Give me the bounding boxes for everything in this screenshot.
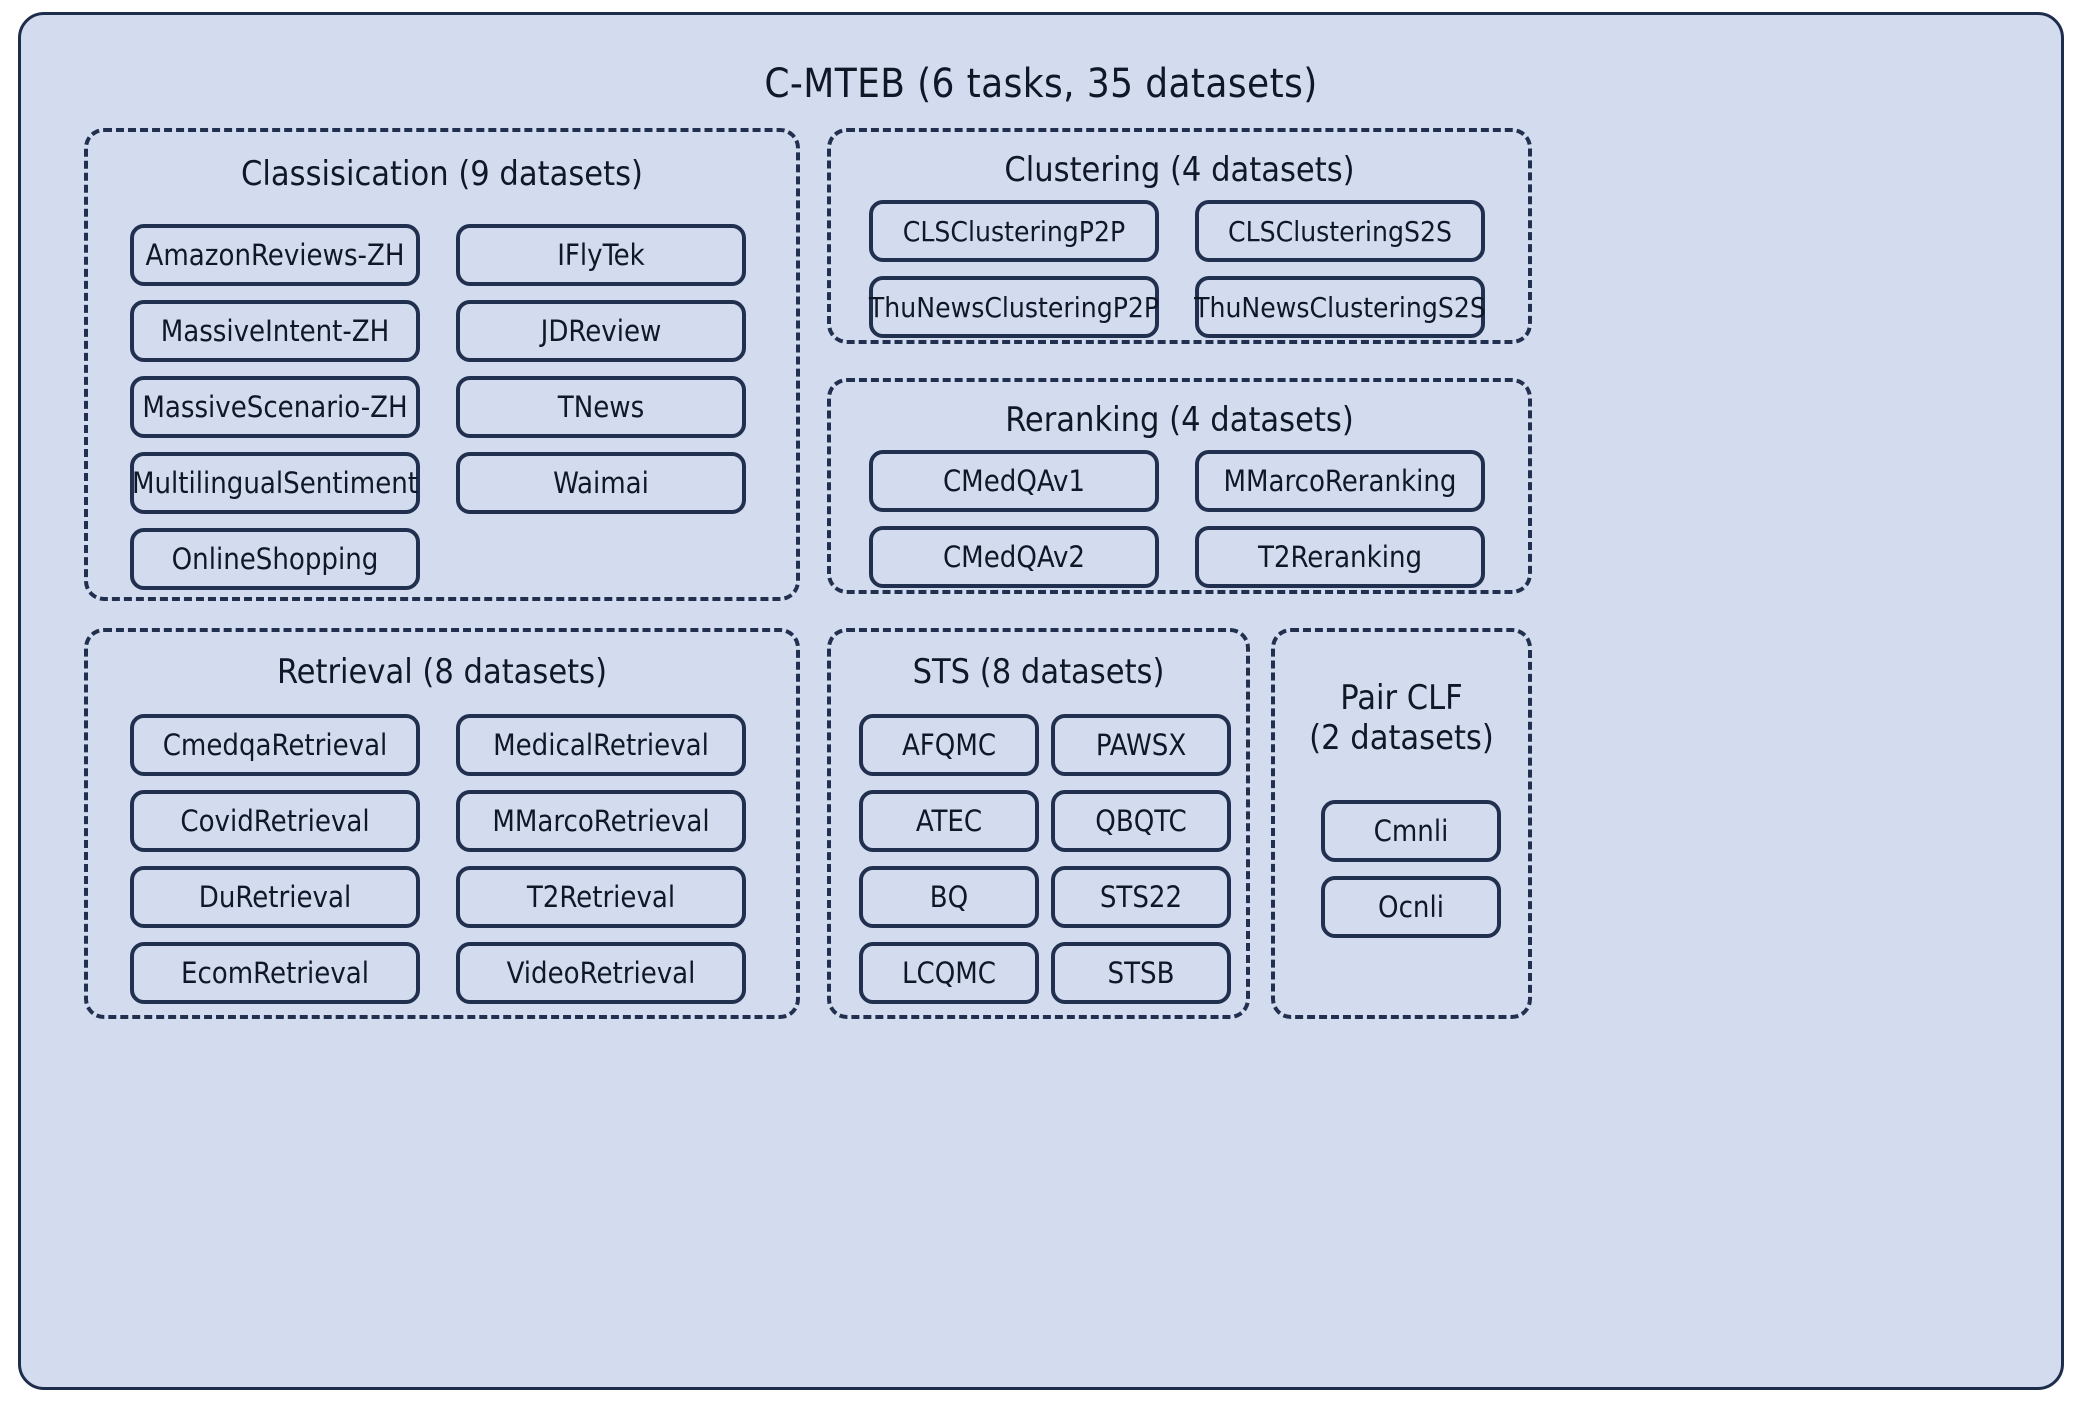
- dataset-chip[interactable]: QBQTC: [1051, 790, 1231, 852]
- dataset-chip[interactable]: CMedQAv2: [869, 526, 1159, 588]
- dataset-chip[interactable]: STSB: [1051, 942, 1231, 1004]
- task-group-sts: STS (8 datasets) AFQMC PAWSX ATEC QBQTC …: [827, 628, 1250, 1019]
- dataset-chip[interactable]: MMarcoReranking: [1195, 450, 1485, 512]
- dataset-chip[interactable]: MultilingualSentiment: [130, 452, 420, 514]
- group-title-reranking: Reranking (4 datasets): [1005, 400, 1354, 440]
- dataset-chip[interactable]: ATEC: [859, 790, 1039, 852]
- dataset-chip[interactable]: CovidRetrieval: [130, 790, 420, 852]
- group-title-clustering: Clustering (4 datasets): [1004, 150, 1355, 190]
- dataset-chip[interactable]: T2Reranking: [1195, 526, 1485, 588]
- dataset-chip[interactable]: CmedqaRetrieval: [130, 714, 420, 776]
- dataset-chip[interactable]: IFlyTek: [456, 224, 746, 286]
- dataset-chip[interactable]: DuRetrieval: [130, 866, 420, 928]
- task-group-classification: Classisication (9 datasets) AmazonReview…: [84, 128, 800, 601]
- group-title-classification: Classisication (9 datasets): [241, 154, 643, 194]
- dataset-chip[interactable]: PAWSX: [1051, 714, 1231, 776]
- task-group-pair-clf: Pair CLF (2 datasets) Cmnli Ocnli: [1271, 628, 1532, 1019]
- c-mteb-diagram-container: C-MTEB (6 tasks, 35 datasets) Classisica…: [18, 12, 2064, 1390]
- dataset-chip[interactable]: AmazonReviews-ZH: [130, 224, 420, 286]
- group-title-sts: STS (8 datasets): [912, 652, 1165, 692]
- task-group-reranking: Reranking (4 datasets) CMedQAv1 MMarcoRe…: [827, 378, 1532, 594]
- task-group-clustering: Clustering (4 datasets) CLSClusteringP2P…: [827, 128, 1532, 344]
- task-group-retrieval: Retrieval (8 datasets) CmedqaRetrieval M…: [84, 628, 800, 1019]
- dataset-chip[interactable]: MassiveScenario-ZH: [130, 376, 420, 438]
- dataset-chip[interactable]: LCQMC: [859, 942, 1039, 1004]
- dataset-chip[interactable]: VideoRetrieval: [456, 942, 746, 1004]
- dataset-chip[interactable]: JDReview: [456, 300, 746, 362]
- dataset-chip[interactable]: MassiveIntent-ZH: [130, 300, 420, 362]
- dataset-chip[interactable]: STS22: [1051, 866, 1231, 928]
- group-title-pair-clf-line1: Pair CLF: [1340, 678, 1463, 718]
- dataset-chip[interactable]: CLSClusteringS2S: [1195, 200, 1485, 262]
- group-title-pair-clf-line2: (2 datasets): [1309, 718, 1494, 759]
- dataset-chip[interactable]: OnlineShopping: [130, 528, 420, 590]
- page-title: C-MTEB (6 tasks, 35 datasets): [764, 61, 1318, 107]
- dataset-chip[interactable]: EcomRetrieval: [130, 942, 420, 1004]
- dataset-chip[interactable]: Ocnli: [1321, 876, 1501, 938]
- dataset-chip[interactable]: MedicalRetrieval: [456, 714, 746, 776]
- dataset-chip[interactable]: Cmnli: [1321, 800, 1501, 862]
- dataset-chip[interactable]: AFQMC: [859, 714, 1039, 776]
- dataset-chip[interactable]: ThuNewsClusteringS2S: [1194, 276, 1486, 338]
- dataset-chip[interactable]: ThuNewsClusteringP2P: [869, 276, 1159, 338]
- dataset-chip[interactable]: CLSClusteringP2P: [869, 200, 1159, 262]
- group-title-pair-clf: Pair CLF (2 datasets): [1275, 678, 1528, 758]
- dataset-chip[interactable]: MMarcoRetrieval: [456, 790, 746, 852]
- dataset-chip[interactable]: BQ: [859, 866, 1039, 928]
- dataset-chip[interactable]: CMedQAv1: [869, 450, 1159, 512]
- dataset-chip[interactable]: T2Retrieval: [456, 866, 746, 928]
- dataset-chip[interactable]: TNews: [456, 376, 746, 438]
- dataset-chip[interactable]: Waimai: [456, 452, 746, 514]
- group-title-retrieval: Retrieval (8 datasets): [276, 652, 608, 692]
